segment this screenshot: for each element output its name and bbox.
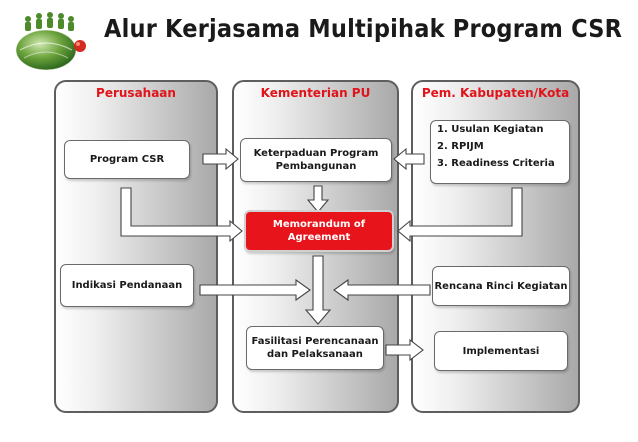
- node-program-csr: Program CSR: [64, 140, 190, 179]
- node-program-csr-label: Program CSR: [89, 154, 165, 165]
- arrow-keterpaduan-to-mou: [306, 185, 330, 213]
- node-keterpaduan-line2: Pembangunan: [275, 161, 357, 172]
- arrow-program-to-keterpaduan: [202, 147, 239, 171]
- node-fasilitasi-perencanaan: Fasilitasi Perencanaan dan Pelaksanaan: [246, 326, 384, 370]
- node-memorandum-of-agreement: Memorandum of Agreement: [244, 210, 394, 252]
- column-heading-perusahaan: Perusahaan: [96, 86, 176, 100]
- column-heading-pemkab: Pem. Kabupaten/Kota: [421, 86, 570, 100]
- node-indikasi-pendanaan: Indikasi Pendanaan: [60, 264, 194, 307]
- column-perusahaan: [54, 80, 218, 413]
- arrow-fasilitasi-to-implementasi: [385, 338, 424, 362]
- node-usulan-list: 1. Usulan Kegiatan 2. RPIJM 3. Readiness…: [430, 120, 570, 184]
- node-fasilitasi-line1: Fasilitasi Perencanaan: [251, 336, 379, 347]
- node-keterpaduan-line1: Keterpaduan Program: [253, 148, 379, 159]
- usulan-item: 1. Usulan Kegiatan: [437, 124, 544, 135]
- usulan-item: 2. RPIJM: [437, 141, 484, 152]
- node-implementasi: Implementasi: [434, 331, 568, 371]
- arrow-rencana-to-center: [333, 278, 431, 302]
- node-rencana-rinci-kegiatan: Rencana Rinci Kegiatan: [432, 266, 570, 306]
- column-heading-kementerian-pu: Kementerian PU: [260, 86, 371, 100]
- arrow-mou-to-fasilitasi: [304, 255, 332, 325]
- node-rencana-rinci-label: Rencana Rinci Kegiatan: [434, 280, 568, 292]
- node-implementasi-label: Implementasi: [462, 345, 540, 357]
- csr-logo-icon: [15, 12, 86, 71]
- arrow-indikasi-to-center: [199, 278, 311, 302]
- node-mou-line1: Memorandum of: [272, 219, 366, 230]
- arrow-usulan-to-keterpaduan: [393, 147, 425, 171]
- node-keterpaduan-program: Keterpaduan Program Pembangunan: [240, 138, 392, 182]
- arrow-usulan-to-mou: [397, 187, 523, 243]
- node-fasilitasi-line2: dan Pelaksanaan: [267, 349, 363, 360]
- usulan-item: 3. Readiness Criteria: [437, 158, 555, 169]
- page-title: Alur Kerjasama Multipihak Program CSR: [104, 14, 623, 43]
- node-indikasi-pendanaan-label: Indikasi Pendanaan: [71, 280, 183, 291]
- node-mou-line2: Agreement: [287, 232, 351, 243]
